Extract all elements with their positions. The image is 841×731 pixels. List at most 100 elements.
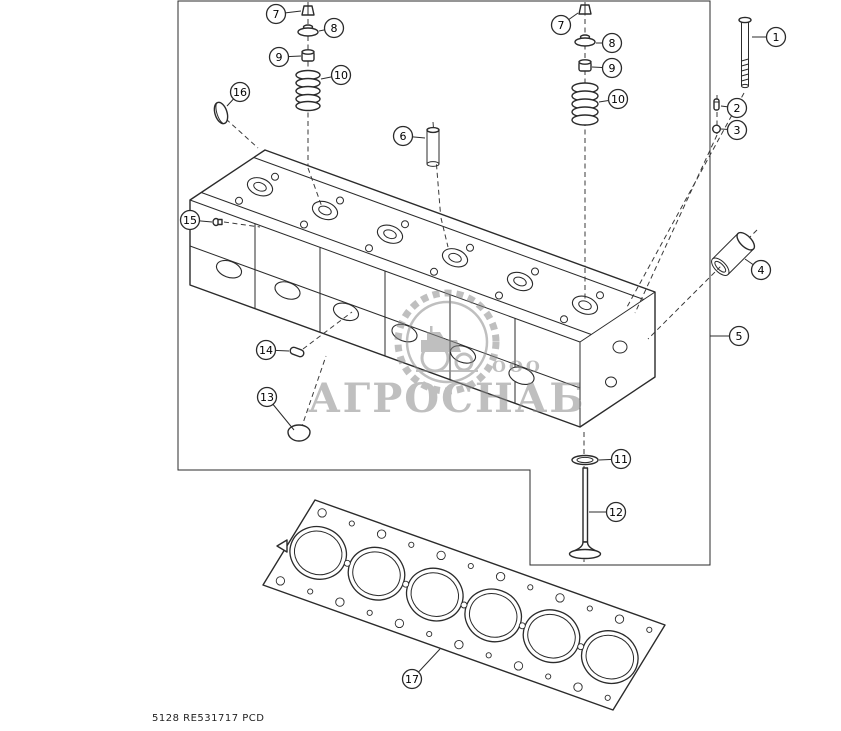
callout-9[interactable] — [601, 57, 623, 79]
callout-13[interactable] — [256, 386, 278, 408]
callout-4[interactable] — [750, 259, 772, 281]
callout-16[interactable] — [229, 81, 251, 103]
callout-number: 2 — [734, 102, 741, 115]
gasket-hole — [573, 682, 583, 692]
end-face-boss — [605, 376, 617, 388]
head-stud — [738, 16, 752, 89]
bolt-hole — [300, 220, 308, 229]
gasket-hole — [348, 520, 355, 527]
bolt-hole — [596, 291, 604, 300]
gasket-hole — [518, 622, 526, 630]
gasket-hole — [394, 618, 405, 629]
spring-seat — [571, 295, 599, 315]
callout-7[interactable] — [265, 3, 287, 25]
gasket-hole — [555, 593, 565, 603]
callout-number: 10 — [611, 93, 625, 106]
spring-seat — [376, 224, 404, 244]
end-face-boss — [612, 340, 628, 354]
bolt-hole — [430, 267, 438, 276]
callout-15[interactable] — [179, 209, 201, 231]
cylinder-bore-inner — [585, 634, 635, 680]
callout-number: 8 — [609, 37, 616, 50]
callout-14[interactable] — [255, 339, 277, 361]
callout-3[interactable] — [726, 119, 748, 141]
callout-number: 15 — [183, 214, 197, 227]
valve-seal-left — [301, 49, 315, 62]
cylinder-bore-inner — [352, 551, 401, 597]
callout-number: 3 — [734, 124, 741, 137]
cylinder-bore-inner — [527, 613, 576, 659]
callout-number: 9 — [609, 62, 616, 75]
callout-number: 7 — [558, 19, 565, 32]
gasket-hole — [614, 614, 625, 624]
loose-parts — [212, 4, 756, 560]
spring-seat — [506, 271, 534, 292]
gasket-hole — [604, 694, 611, 701]
dowel-stud — [713, 98, 720, 111]
valve — [568, 467, 602, 560]
gasket-hole — [586, 605, 593, 612]
exhaust-port — [332, 302, 360, 322]
gasket-hole — [454, 639, 464, 650]
spring-seat — [246, 177, 274, 197]
valve-guide-bore — [448, 252, 462, 263]
gasket-hole — [513, 661, 524, 671]
valve-guide-bore — [383, 229, 397, 240]
callout-number: 1 — [773, 31, 780, 44]
callout-2[interactable] — [726, 97, 748, 119]
gasket-hole — [307, 588, 314, 595]
callout-8[interactable] — [601, 32, 623, 54]
callout-17[interactable] — [401, 668, 423, 690]
cup-plug — [213, 101, 229, 125]
head-gasket — [262, 499, 666, 711]
gasket-hole — [343, 559, 351, 567]
bolt-hole — [560, 315, 568, 324]
callout-number: 11 — [614, 453, 628, 466]
bolt-hole — [235, 196, 243, 205]
gasket-hole — [436, 550, 446, 561]
gasket-hole — [646, 626, 653, 633]
stud-small — [289, 346, 305, 358]
callout-number: 5 — [736, 330, 743, 343]
callout-number: 10 — [334, 69, 348, 82]
callout-10[interactable] — [330, 64, 352, 86]
gasket-hole — [402, 580, 410, 588]
gasket-hole — [376, 529, 387, 539]
callout-number: 14 — [259, 344, 273, 357]
watermark-company-name: АГРОСНАБ — [308, 375, 586, 422]
callout-5[interactable] — [728, 325, 750, 347]
callout-12[interactable] — [605, 501, 627, 523]
callout-9[interactable] — [268, 46, 290, 68]
callout-number: 13 — [260, 391, 274, 404]
tractor-logo-icon — [394, 289, 500, 395]
callout-6[interactable] — [392, 125, 414, 147]
valve-guide-bore — [513, 276, 527, 287]
gasket-hole — [467, 562, 474, 570]
cylinder-bore-inner — [293, 530, 343, 576]
callout-number: 8 — [331, 22, 338, 35]
pipe-plug — [212, 217, 223, 227]
callout-10[interactable] — [607, 88, 629, 110]
valve-seat-ring — [571, 454, 599, 466]
callout-8[interactable] — [323, 17, 345, 39]
callout-7[interactable] — [550, 14, 572, 36]
ball-plug — [712, 124, 722, 134]
callout-11[interactable] — [610, 448, 632, 470]
callout-number: 7 — [273, 8, 280, 21]
gasket-hole — [495, 571, 506, 582]
callout-1[interactable] — [765, 26, 787, 48]
gasket-hole — [335, 597, 345, 607]
watermark-company-prefix: ООО — [492, 357, 543, 376]
callout-number: 17 — [405, 673, 419, 686]
gasket-hole — [426, 630, 433, 638]
exhaust-port — [508, 366, 535, 385]
valve-guide-bore — [318, 205, 332, 216]
gasket-hole — [366, 609, 373, 616]
valve-seal-right — [578, 59, 592, 72]
callout-number: 4 — [758, 264, 765, 277]
spring-seat — [441, 248, 469, 268]
bolt-hole — [365, 244, 373, 253]
injector-sleeve — [711, 231, 756, 276]
